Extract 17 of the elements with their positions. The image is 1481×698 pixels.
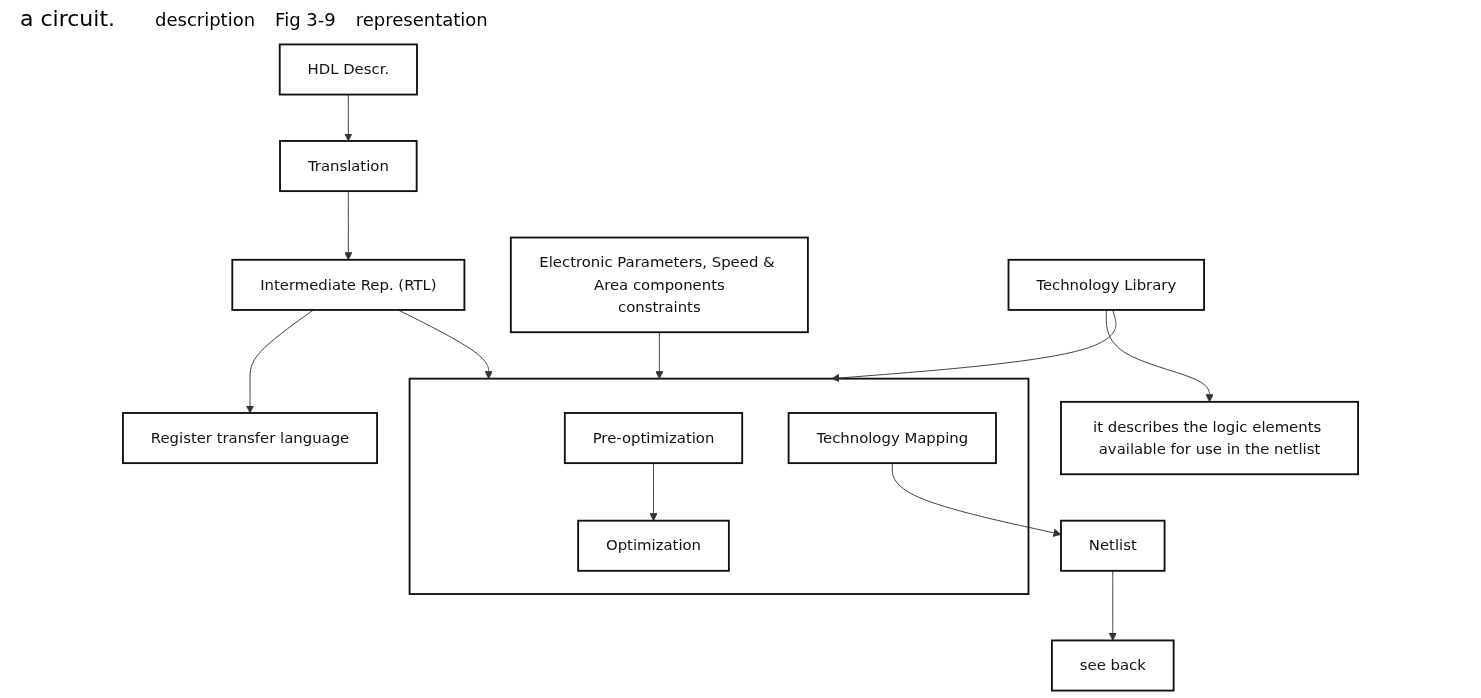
node-box: Technology Mapping [787,412,997,465]
node-box: Technology Library [1007,258,1205,311]
node-box: HDL Descr. [278,43,418,96]
node-box: Netlist [1060,519,1166,572]
node-box: Register transfer language [122,412,378,465]
cluster [408,377,1030,595]
node-box: see back [1050,639,1175,692]
figure-label: description [155,9,256,30]
node-box: Optimization [577,519,730,572]
node-box: it describes the logic elements available for use in the netlist [1060,400,1359,476]
figure-label: representation [355,9,488,30]
node-box: Electronic Parameters, Speed & Area components constraints [509,236,809,334]
figure-label: Fig 3-9 [275,9,336,30]
node-box: Translation [279,140,418,193]
diagram-title: a circuit. [20,6,115,31]
node-box: Intermediate Rep. (RTL) [231,258,466,311]
node-box: Pre-optimization [563,412,744,465]
